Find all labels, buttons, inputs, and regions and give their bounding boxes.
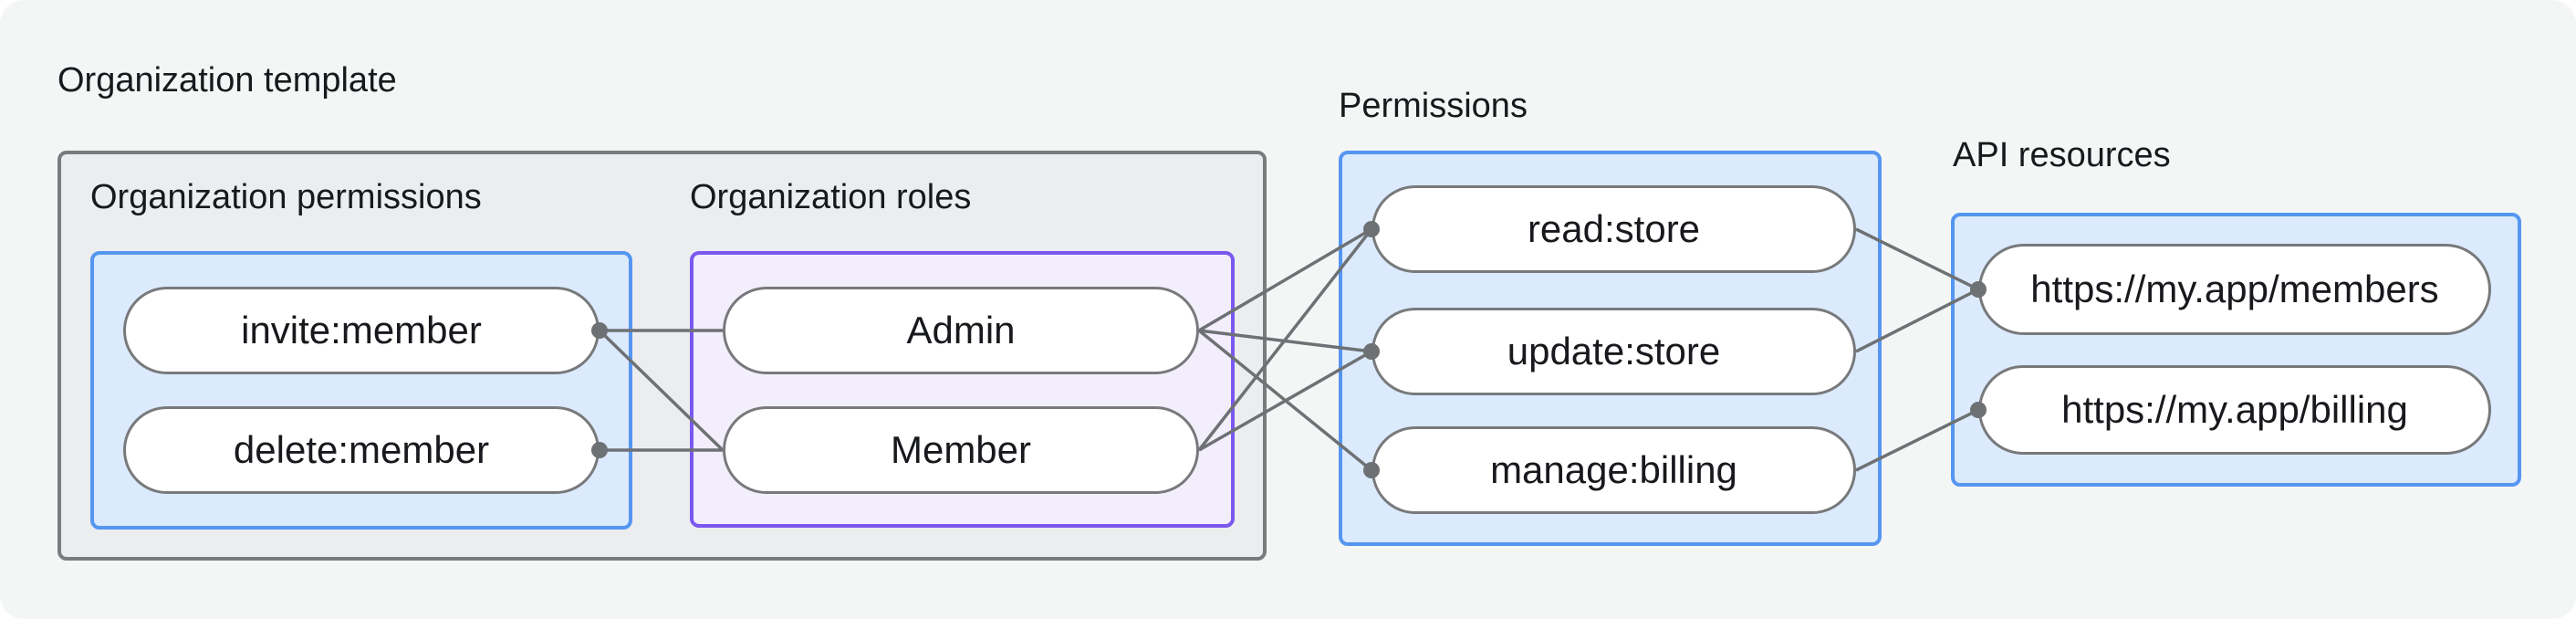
pill-invite-member: invite:member: [123, 287, 600, 374]
pill-manage-billing: manage:billing: [1371, 426, 1856, 514]
org-template-label: Organization template: [57, 61, 397, 100]
pill-delete-member: delete:member: [123, 406, 600, 494]
org-roles-label: Organization roles: [690, 178, 972, 216]
pill-admin-role: Admin: [723, 287, 1199, 374]
org-permissions-label: Organization permissions: [90, 178, 482, 216]
pill-api-members-url: https://my.app/members: [1978, 244, 2491, 335]
pill-member-role: Member: [723, 406, 1199, 494]
api-resources-label: API resources: [1953, 136, 2171, 174]
pill-update-store: update:store: [1371, 308, 1856, 395]
pill-read-store: read:store: [1371, 185, 1856, 273]
permissions-label: Permissions: [1339, 87, 1528, 125]
pill-api-billing-url: https://my.app/billing: [1978, 365, 2491, 455]
